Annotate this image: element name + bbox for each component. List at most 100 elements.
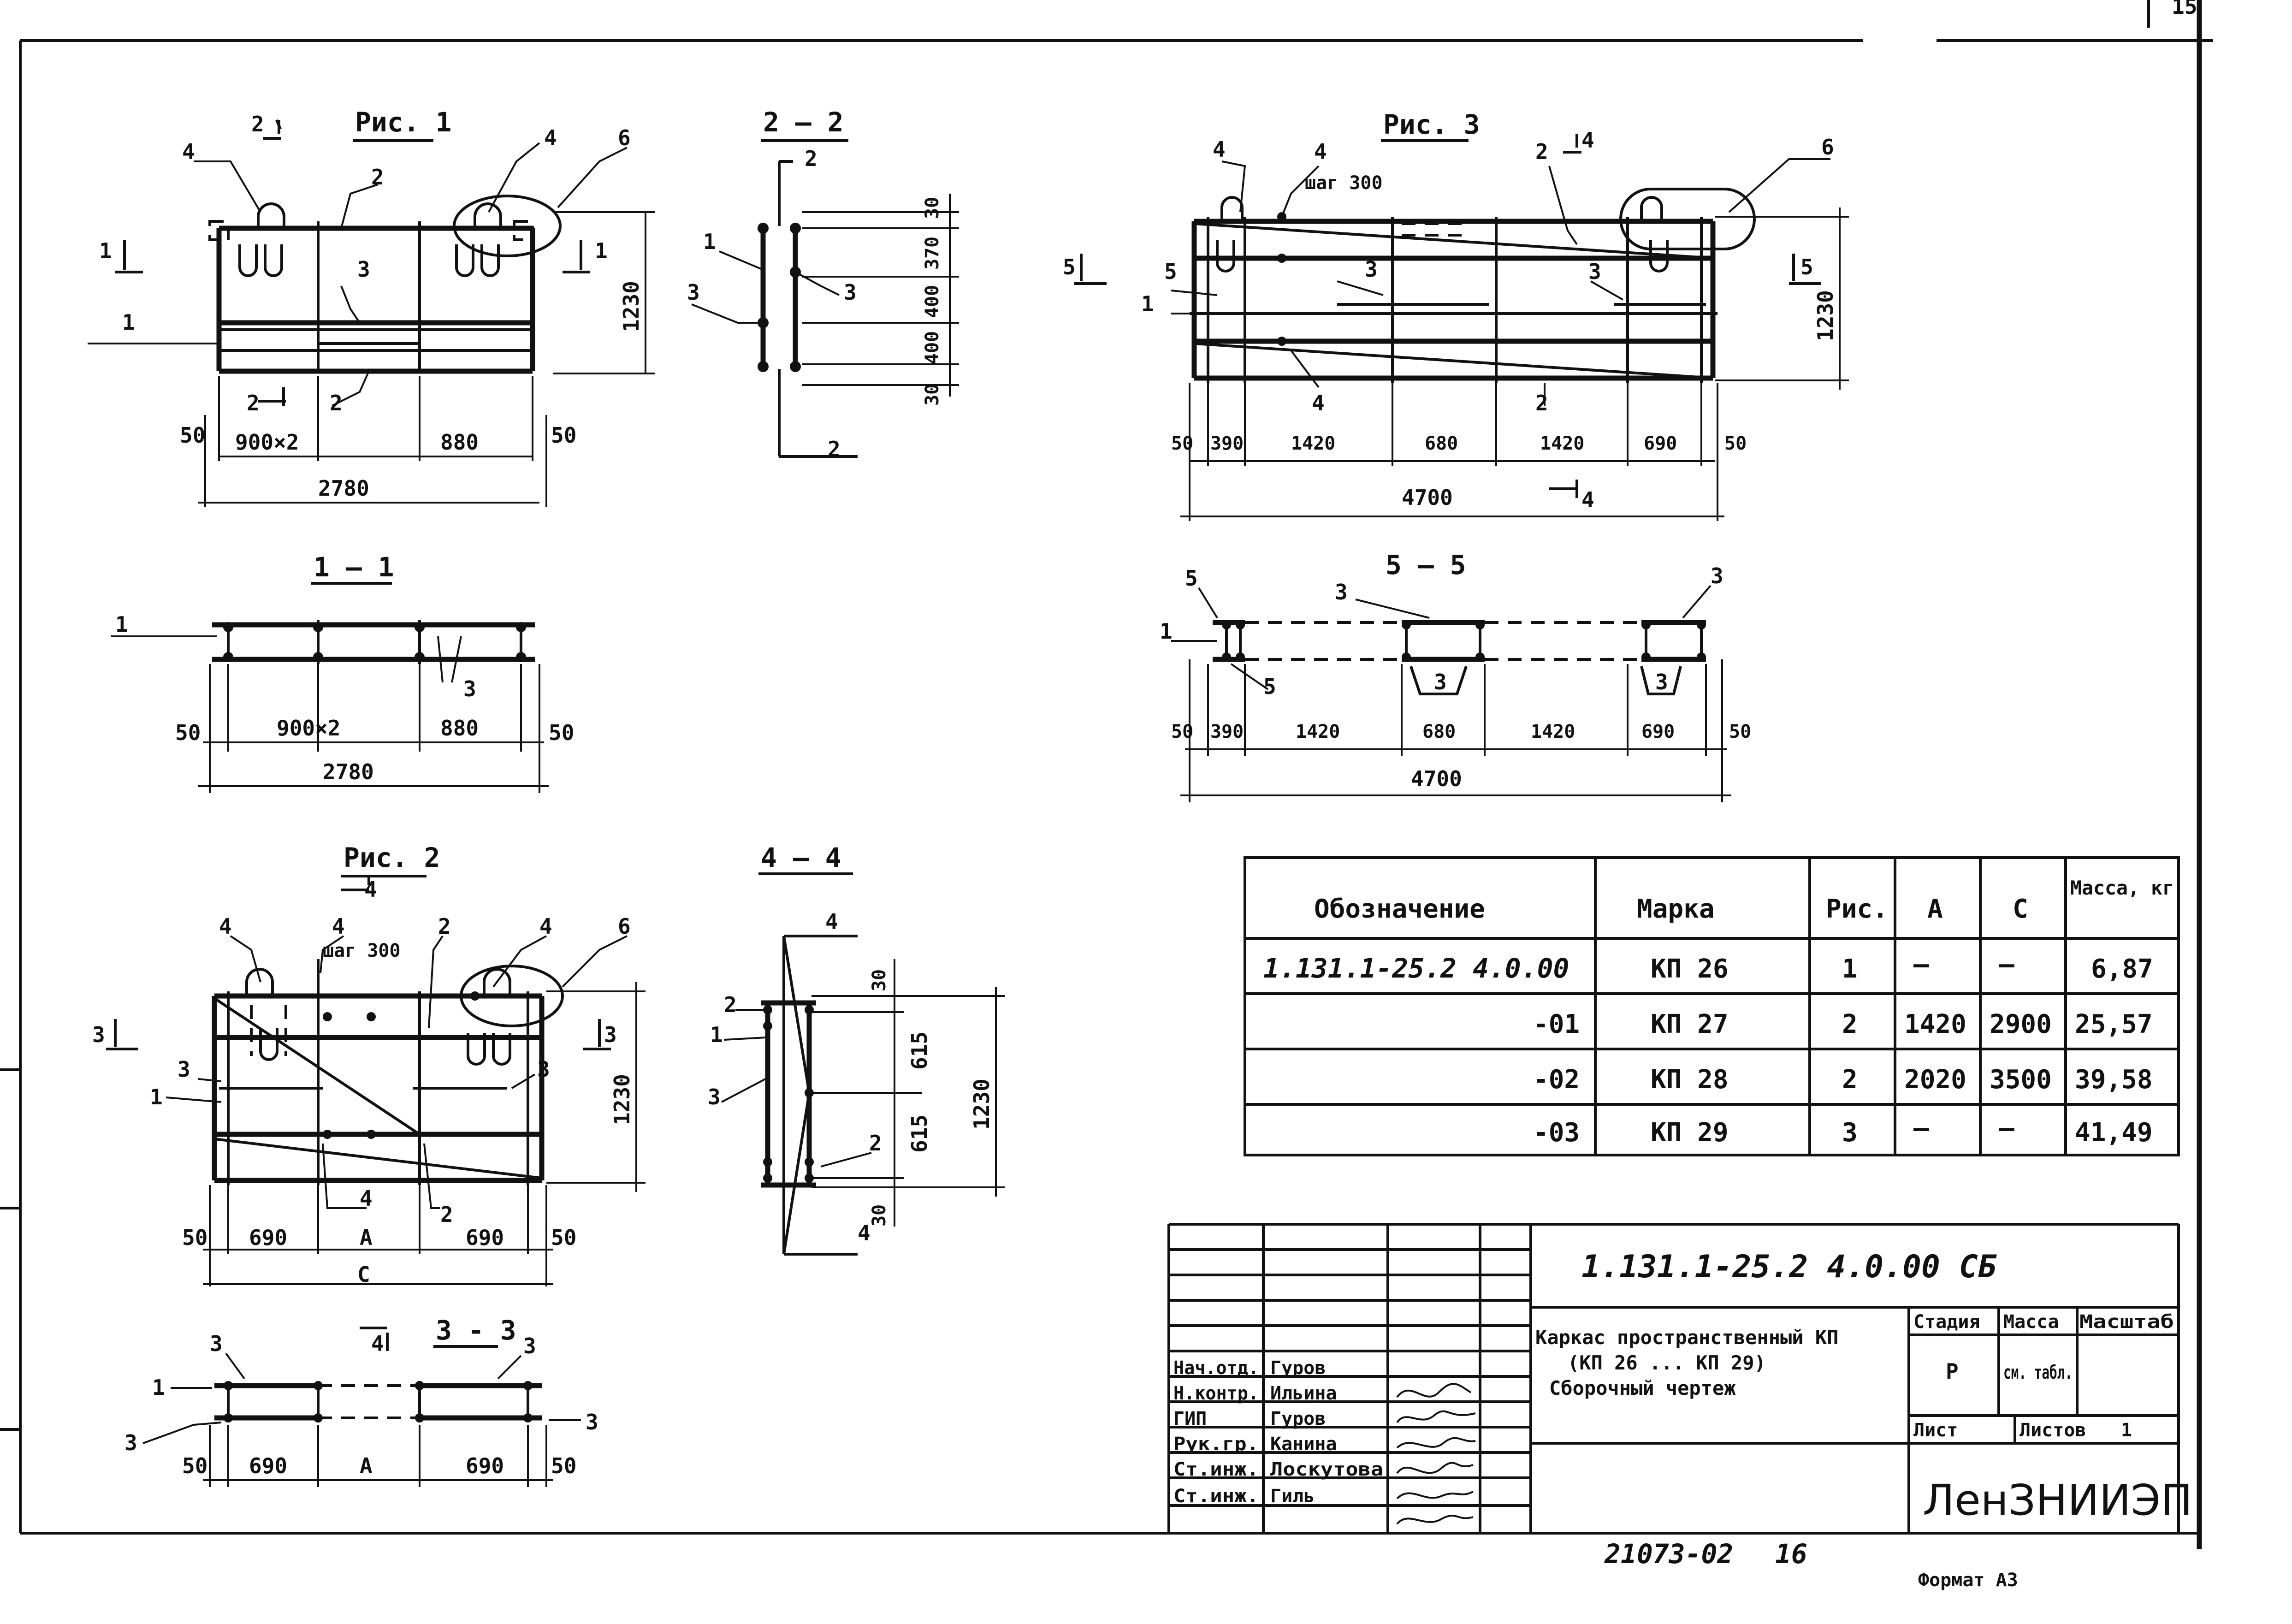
- staff-role: ГИП: [1173, 1408, 1207, 1429]
- table-cell: —: [1999, 949, 2014, 979]
- sec33-section-mark: 4: [371, 1331, 384, 1356]
- fig2-step: шаг 300: [323, 940, 401, 961]
- fig3-dim: 50: [1171, 433, 1193, 454]
- sec22-callout: 2: [828, 437, 841, 462]
- fig1-view-mark: 1: [595, 238, 608, 263]
- spec-table: [1244, 856, 2180, 1156]
- fig2-callout: 4: [539, 914, 552, 939]
- fig2-dim: 690: [249, 1225, 287, 1250]
- sec55-dim: 1420: [1296, 721, 1340, 742]
- fig2-height: 1230: [610, 1074, 634, 1125]
- table-cell: 1.131.1-25.2 4.0.00: [1263, 953, 1569, 984]
- sec11-labels: 1 3 50 900×2 880 50 2780: [115, 612, 574, 784]
- fig3-callout: 4: [1312, 391, 1325, 415]
- section-4-4: 4 — 4: [721, 842, 1005, 1256]
- fig3-dim: 680: [1425, 433, 1458, 454]
- sec11-callout: 1: [115, 612, 128, 637]
- table-header: Обозначение: [1314, 894, 1485, 924]
- staff-role: Ст.инж.: [1173, 1459, 1259, 1480]
- staff-name: Гиль: [1270, 1486, 1315, 1507]
- sec22-callout: 3: [844, 280, 857, 305]
- sheet-footer: 21073-02 16 Формат А3: [1604, 1538, 2018, 1591]
- staff-role: Ст.инж.: [1173, 1486, 1259, 1507]
- fig1-dim: 900×2: [235, 430, 299, 455]
- sec44-dim: 615: [907, 1031, 932, 1070]
- table-cell: 1: [1842, 954, 1858, 984]
- fig3-section-mark-bottom: 4: [1581, 487, 1594, 512]
- sec33-dim: 50: [182, 1453, 207, 1478]
- fig2-callout: 2: [438, 914, 451, 939]
- sec55-title: 5 — 5: [1386, 549, 1466, 581]
- page-number: 15: [2172, 0, 2197, 19]
- table-cell: 25,57: [2075, 1009, 2153, 1039]
- sec11-dim: 50: [549, 720, 574, 745]
- doc-name-line2: (КП 26 ... КП 29): [1568, 1351, 1766, 1374]
- fig3-callout: 1: [1141, 291, 1154, 316]
- fig3-view-mark: 5: [1800, 255, 1813, 279]
- table-header: Масса, кг: [2070, 877, 2174, 899]
- table-cell: 2: [1842, 1065, 1858, 1095]
- sec55-callout: 3: [1711, 563, 1723, 588]
- staff-name: Гуров: [1270, 1408, 1326, 1429]
- sec33-callout: 3: [586, 1410, 598, 1434]
- title-block: [1167, 1223, 2180, 1533]
- sec55-callout: 3: [1655, 670, 1668, 694]
- sec44-callout: 4: [825, 909, 838, 934]
- section-2-2: 2 — 2: [691, 107, 959, 458]
- sheet-frame: [0, 0, 2213, 1549]
- mass-value: см. табл.: [2003, 1362, 2073, 1383]
- fig3-labels: 4 4 шаг 300 2 4 6 5 1 3 3 4 2 5 5 4 1230…: [1063, 128, 1838, 512]
- table-cell: 1420: [1904, 1009, 1966, 1039]
- fig3-title: Рис. 3: [1383, 109, 1480, 140]
- signatures: [1396, 1383, 1476, 1525]
- table-cell: КП 26: [1651, 954, 1729, 984]
- table-cell: 6,87: [2091, 954, 2153, 984]
- fig1-dim: 50: [551, 423, 576, 448]
- mass-label: Масса: [2003, 1311, 2059, 1333]
- org-name: ЛенЗНИИЭП: [1923, 1476, 2192, 1525]
- table-cell: -01: [1533, 1009, 1580, 1039]
- fig3-dim: 390: [1210, 433, 1244, 454]
- fig3-callout: 3: [1365, 257, 1378, 282]
- fig3-view-mark: 5: [1063, 255, 1076, 279]
- staff-name: Лоскутова: [1270, 1459, 1383, 1480]
- fig2-title: Рис. 2: [344, 842, 440, 873]
- table-cell: —: [1913, 949, 1929, 979]
- fig2-dim: 50: [182, 1225, 207, 1250]
- fig2-callout: 3: [178, 1057, 190, 1082]
- sec33-callout: 3: [523, 1334, 536, 1358]
- fig2-dim: А: [360, 1225, 373, 1250]
- fig2-callout: 6: [618, 914, 631, 939]
- fig2-callout: 4: [219, 914, 232, 939]
- staff-role: Рук.гр.: [1173, 1434, 1259, 1455]
- sec22-dim: 370: [922, 237, 943, 270]
- staff-role: Н.контр.: [1173, 1383, 1259, 1404]
- sec44-callout: 2: [869, 1131, 882, 1156]
- sec44-dim: 30: [869, 1204, 890, 1227]
- fig3-dim: 50: [1724, 433, 1747, 454]
- sec44-callout: 2: [724, 992, 737, 1017]
- table-header: Рис.: [1826, 894, 1888, 924]
- table-cell: КП 28: [1651, 1065, 1729, 1095]
- doc-name-line3: Сборочный чертеж: [1549, 1377, 1736, 1399]
- fig2-dim: 50: [551, 1225, 576, 1250]
- sec22-dim: 30: [922, 384, 943, 406]
- fig2-callout: 4: [332, 914, 345, 939]
- fig2-total: С: [357, 1262, 370, 1287]
- sec44-callout: 3: [708, 1085, 721, 1109]
- fig3-dim: 1420: [1540, 433, 1584, 454]
- doc-code: 1.131.1-25.2 4.0.00 СБ: [1581, 1249, 1997, 1285]
- sec44-title: 4 — 4: [761, 842, 841, 873]
- fig2-labels: 4 4 4 шаг 300 2 4 6 3 3 1 4 2 3 3 1230 5…: [92, 877, 634, 1287]
- fig2-callout: 4: [360, 1186, 373, 1211]
- stage-value: Р: [1946, 1359, 1959, 1384]
- fig1-callout: 4: [544, 125, 557, 150]
- staff-name: Гуров: [1270, 1357, 1326, 1379]
- sec44-dim: 30: [869, 969, 890, 991]
- sec44-callout: 1: [710, 1022, 723, 1047]
- sec33-callout: 3: [210, 1331, 223, 1356]
- fig2-callout: 3: [537, 1057, 550, 1082]
- table-cell: 41,49: [2075, 1118, 2153, 1148]
- table-cell: -02: [1533, 1065, 1580, 1095]
